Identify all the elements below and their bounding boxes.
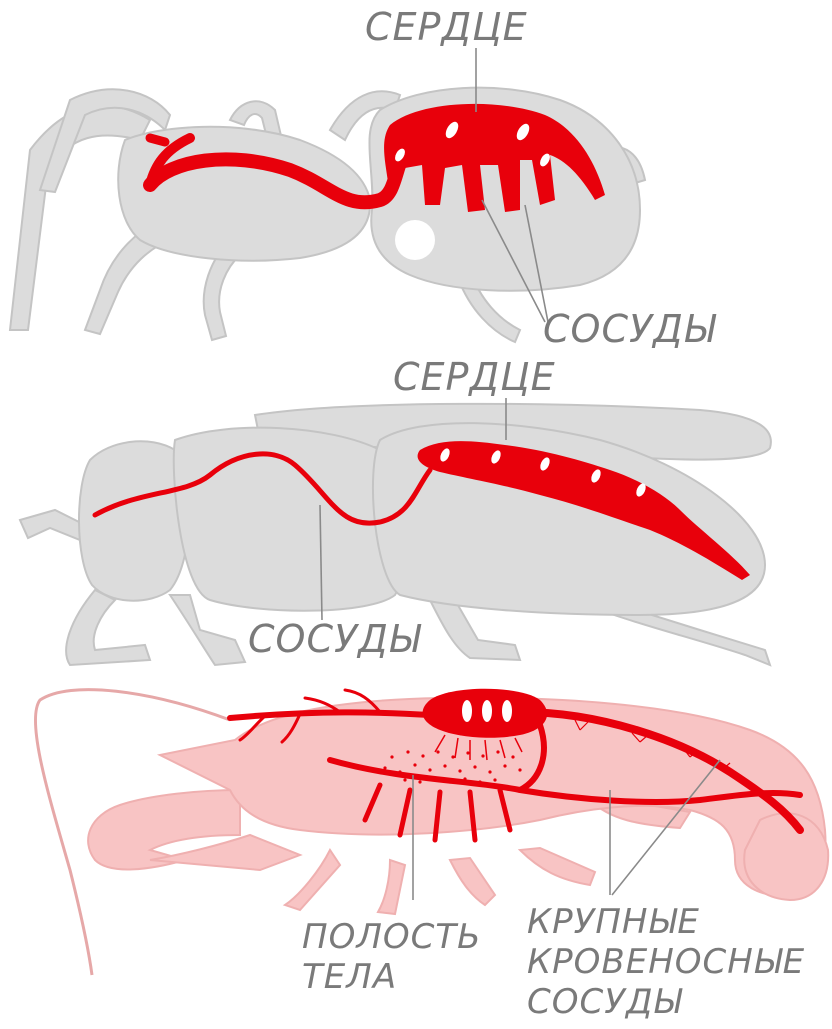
insect-thorax (174, 428, 407, 611)
spider-figure: СЕРДЦЕ СОСУДЫ (10, 5, 717, 351)
insect-vessels-label: СОСУДЫ (248, 617, 422, 661)
crayfish-vessels-label-line1: КРУПНЫЕ (527, 902, 700, 942)
crayfish-cavity-label-line2: ТЕЛА (302, 957, 397, 997)
crayfish-leg (285, 850, 340, 910)
crayfish-vessels-label-line3: СОСУДЫ (527, 982, 684, 1022)
spider-heart-label: СЕРДЦЕ (365, 5, 528, 49)
crayfish-leg (450, 858, 495, 905)
spider-vessels-label: СОСУДЫ (543, 307, 717, 351)
spider-pedicel-gap (395, 220, 435, 260)
crayfish-leg (378, 860, 405, 914)
spider-vessel-branch (150, 138, 165, 142)
crayfish-leg (520, 848, 595, 885)
crayfish-tail (744, 813, 828, 900)
insect-heart-label: СЕРДЦЕ (393, 355, 556, 399)
insect-antenna (20, 510, 85, 540)
crayfish-figure: ПОЛОСТЬ ТЕЛА КРУПНЫЕ КРОВЕНОСНЫЕ СОСУДЫ (35, 689, 828, 1022)
insect-figure: СЕРДЦЕ СОСУДЫ (20, 355, 771, 665)
crayfish-cavity-label-line1: ПОЛОСТЬ (302, 917, 482, 957)
crayfish-vessels-label-line2: КРОВЕНОСНЫЕ (527, 942, 805, 982)
